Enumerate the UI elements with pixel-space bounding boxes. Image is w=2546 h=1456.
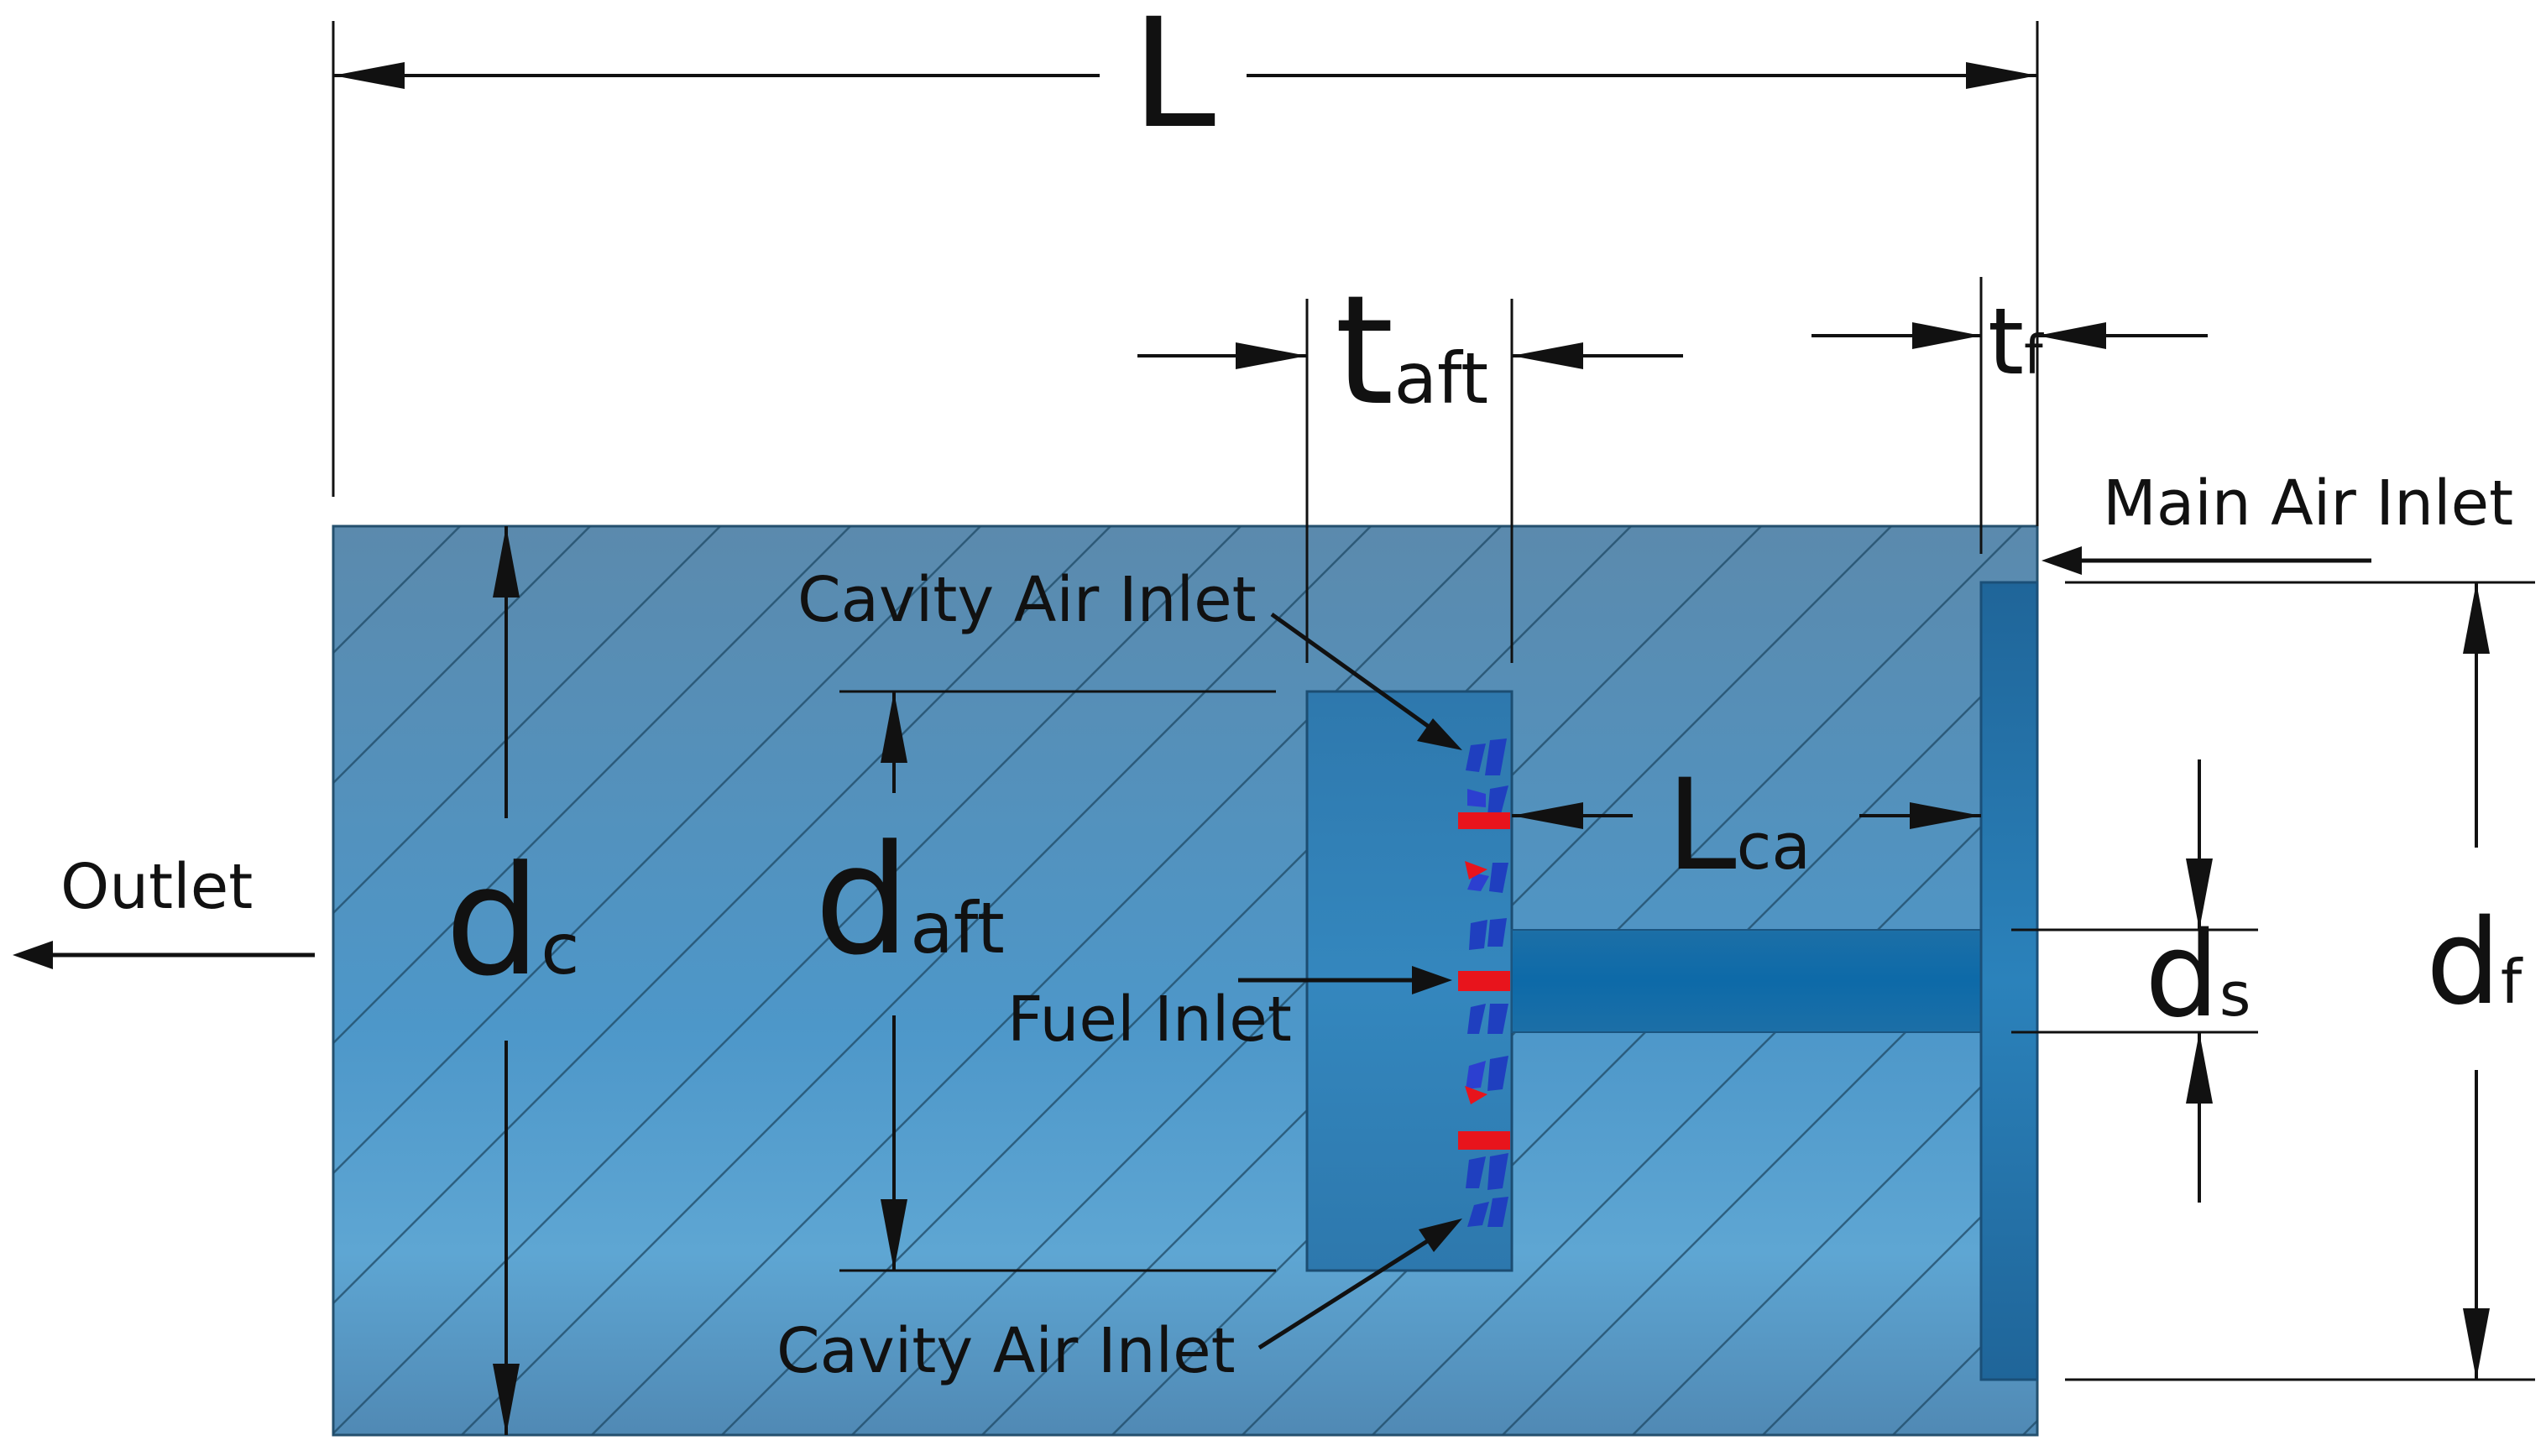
cavity-air-inlet-top-label: Cavity Air Inlet bbox=[797, 564, 1257, 636]
fuel-stem bbox=[1511, 929, 1984, 1033]
fuel-inlet: Fuel Inlet bbox=[1007, 966, 1452, 1056]
dim-d-aft: daft bbox=[814, 691, 1005, 1271]
main-air-inlet: Main Air Inlet bbox=[2042, 467, 2513, 575]
arrow-icon bbox=[1417, 718, 1462, 750]
fuel-inlet-label: Fuel Inlet bbox=[1007, 984, 1292, 1056]
dim-d-c-label: dc bbox=[445, 834, 579, 1010]
arrow-icon bbox=[1412, 966, 1452, 994]
arrow-icon bbox=[13, 941, 53, 969]
cavity-air-inlet-bottom-label: Cavity Air Inlet bbox=[776, 1315, 1236, 1387]
fuel-ports bbox=[1458, 812, 1510, 1150]
dim-L-ca-label: Lca bbox=[1666, 753, 1811, 899]
hatch-line bbox=[333, 526, 982, 1175]
hatch-line bbox=[1631, 1029, 2037, 1435]
dim-t-aft: taft bbox=[1137, 264, 1683, 439]
hatch-line bbox=[333, 526, 1242, 1435]
arrow-icon bbox=[2042, 546, 2082, 575]
dim-d-f: df bbox=[2426, 582, 2523, 1380]
hatch-line bbox=[333, 526, 722, 915]
hatch-line bbox=[720, 526, 1633, 1435]
dim-d-c: dc bbox=[445, 526, 579, 1435]
dim-t-f: tf bbox=[1811, 288, 2208, 395]
hatch-line bbox=[333, 526, 852, 1045]
dim-d-s: ds bbox=[2145, 759, 2251, 1203]
dim-d-f-label: df bbox=[2426, 895, 2523, 1031]
swirler-vanes bbox=[1466, 738, 1508, 1227]
hatch-line bbox=[1761, 1159, 2037, 1435]
dim-L-label: L bbox=[1132, 0, 1215, 162]
dim-t-f-label: tf bbox=[1988, 288, 2044, 395]
hatch-line bbox=[333, 526, 1112, 1305]
dim-d-s-label: ds bbox=[2145, 907, 2251, 1044]
dim-d-aft-label: daft bbox=[814, 813, 1005, 989]
main-air-inlet-label: Main Air Inlet bbox=[2103, 467, 2513, 540]
front-plate bbox=[1979, 581, 2039, 1381]
dim-L-ca: Lca bbox=[1512, 753, 1981, 899]
cavity-air-inlet-bottom: Cavity Air Inlet bbox=[776, 1219, 1462, 1387]
extension-lines bbox=[332, 21, 2535, 1381]
hatch-line bbox=[460, 526, 1372, 1435]
dim-t-aft-label: taft bbox=[1335, 264, 1488, 439]
dim-L: L bbox=[333, 0, 2037, 162]
outlet-label: Outlet bbox=[60, 851, 253, 923]
outlet: Outlet bbox=[13, 851, 315, 969]
arrow-icon bbox=[1419, 1219, 1462, 1252]
cavity-air-inlet-top: Cavity Air Inlet bbox=[797, 564, 1462, 750]
hatch-line bbox=[333, 526, 592, 785]
hatch-line bbox=[0, 520, 336, 1443]
